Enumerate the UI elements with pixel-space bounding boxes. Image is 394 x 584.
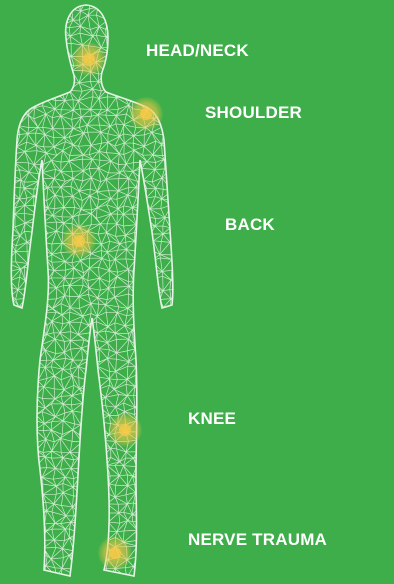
knee-label[interactable]: KNEE	[188, 409, 236, 429]
shoulder-label[interactable]: SHOULDER	[205, 103, 302, 123]
nerve-trauma-hotspot[interactable]	[98, 536, 132, 570]
back-label[interactable]: BACK	[225, 215, 275, 235]
hotspot-core	[73, 235, 85, 247]
hotspot-core	[109, 547, 121, 559]
shoulder-hotspot[interactable]	[129, 97, 163, 131]
knee-hotspot[interactable]	[108, 413, 142, 447]
head-neck-label[interactable]: HEAD/NECK	[146, 41, 249, 61]
hotspot-core	[140, 108, 152, 120]
hotspot-core	[119, 424, 131, 436]
head-neck-hotspot[interactable]	[72, 42, 106, 76]
hotspot-core	[83, 53, 95, 65]
nerve-trauma-label[interactable]: NERVE TRAUMA	[188, 530, 327, 550]
back-hotspot[interactable]	[62, 224, 96, 258]
